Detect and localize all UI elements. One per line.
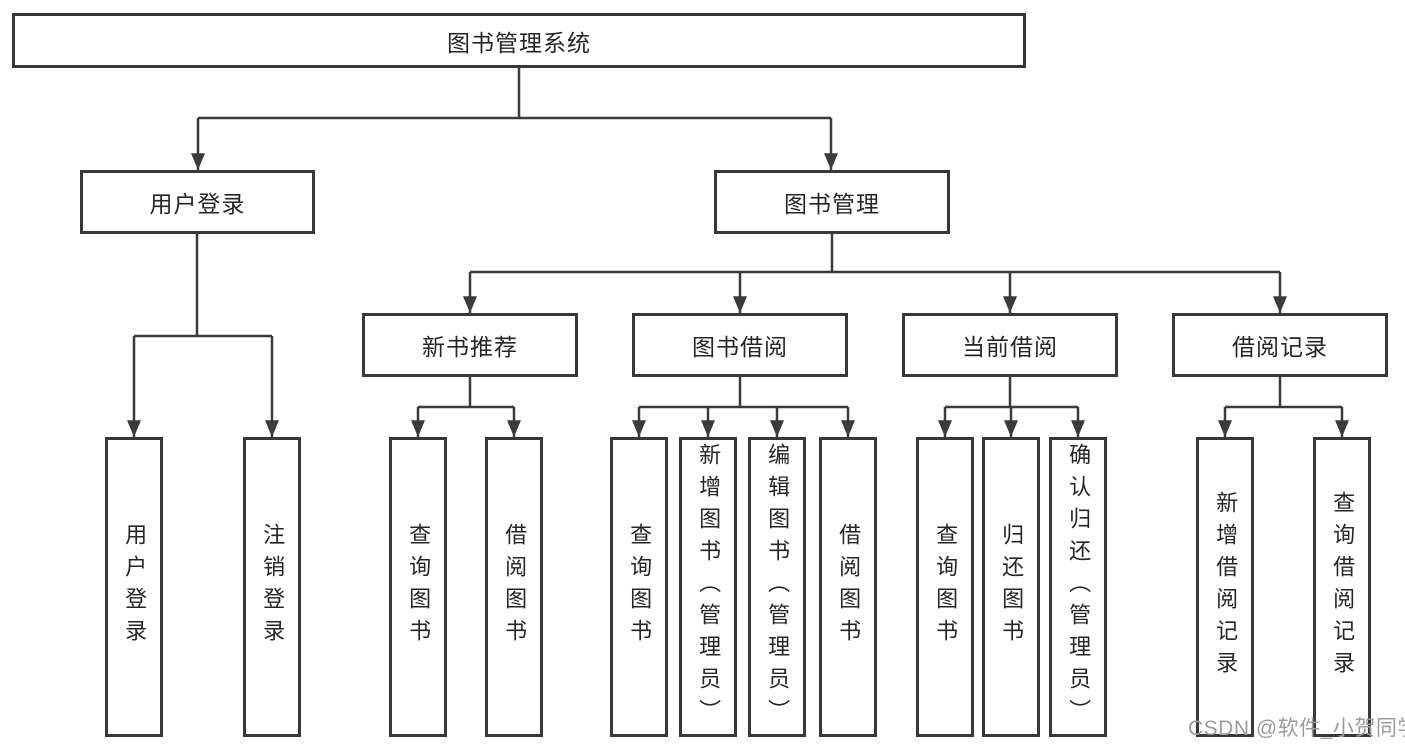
node-user-login: 用户登录	[80, 170, 315, 234]
leaf-borrow-books-recommend: 借阅图书	[485, 437, 543, 737]
node-borrow-records: 借阅记录	[1172, 313, 1388, 377]
leaf-confirm-return-admin-label: 确认归还（管理员）	[1066, 443, 1092, 731]
node-root-system: 图书管理系统	[12, 13, 1026, 68]
leaf-query-books-current: 查询图书	[916, 437, 974, 737]
leaf-logout-label: 注销登录	[260, 523, 286, 651]
leaf-query-books-recommend: 查询图书	[389, 437, 447, 737]
leaf-add-borrow-record-label: 新增借阅记录	[1213, 491, 1239, 683]
connector-book-mgmt-to-level3	[463, 234, 1287, 314]
leaf-edit-books-admin-label: 编辑图书（管理员）	[765, 443, 791, 731]
leaf-borrow-books: 借阅图书	[819, 437, 877, 737]
leaf-user-login-label: 用户登录	[122, 523, 148, 651]
node-book-borrow: 图书借阅	[632, 313, 848, 377]
connector-new-book-to-leaves	[411, 377, 521, 438]
leaf-add-books-admin: 新增图书（管理员）	[679, 437, 737, 737]
connector-user-login-to-leaves	[127, 234, 279, 438]
leaf-query-borrow-record: 查询借阅记录	[1313, 437, 1371, 737]
connector-book-borrow-to-leaves	[632, 377, 855, 438]
leaf-add-borrow-record: 新增借阅记录	[1196, 437, 1254, 737]
node-current-borrow: 当前借阅	[902, 313, 1118, 377]
connector-borrow-records-to-leaves	[1218, 377, 1349, 438]
leaf-edit-books-admin: 编辑图书（管理员）	[748, 437, 806, 737]
csdn-watermark: CSDN @软件_小贺同学	[1188, 717, 1405, 740]
leaf-borrow-books-label: 借阅图书	[836, 523, 862, 651]
leaf-borrow-books-recommend-label: 借阅图书	[502, 523, 528, 651]
leaf-query-borrow-record-label: 查询借阅记录	[1330, 491, 1356, 683]
leaf-query-books-recommend-label: 查询图书	[406, 523, 432, 651]
leaf-query-books-borrow: 查询图书	[610, 437, 668, 737]
connector-current-borrow-to-leaves	[938, 377, 1085, 438]
leaf-return-books-label: 归还图书	[999, 523, 1025, 651]
leaf-logout: 注销登录	[243, 437, 301, 737]
leaf-user-login: 用户登录	[105, 437, 163, 737]
leaf-confirm-return-admin: 确认归还（管理员）	[1049, 437, 1107, 737]
leaf-query-books-current-label: 查询图书	[933, 523, 959, 651]
node-book-management: 图书管理	[714, 170, 950, 234]
node-new-book-recommend: 新书推荐	[362, 313, 578, 377]
leaf-add-books-admin-label: 新增图书（管理员）	[696, 443, 722, 731]
connector-root-to-level2	[191, 68, 838, 170]
leaf-return-books: 归还图书	[982, 437, 1040, 737]
leaf-query-books-borrow-label: 查询图书	[627, 523, 653, 651]
